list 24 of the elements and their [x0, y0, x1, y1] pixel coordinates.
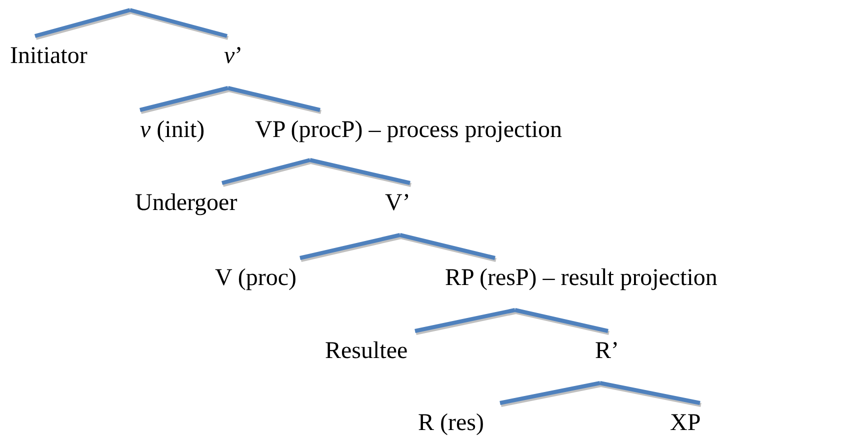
tree-node-label: VP (procP) – process projection — [255, 110, 562, 160]
tree-branch — [300, 233, 400, 260]
tree-branch — [514, 308, 608, 333]
tree-branch — [400, 233, 496, 260]
tree-branch — [500, 381, 600, 405]
tree-node-label: Undergoer — [135, 183, 238, 217]
tree-node-label: V (proc) — [215, 258, 297, 292]
tree-node-label: v (init) — [140, 110, 205, 144]
tree-node-label: RP (resP) – result projection — [445, 258, 718, 310]
tree-node-label: v’ — [224, 36, 243, 88]
tree-branch — [414, 308, 516, 333]
tree-node-label: XP — [670, 403, 701, 437]
tree-branch — [140, 86, 228, 112]
tree-node-label: Resultee — [325, 331, 408, 365]
tree-node-label: R’ — [595, 331, 619, 383]
tree-branch — [310, 158, 410, 185]
tree-node-label: Initiator — [10, 36, 88, 70]
tree-branch — [600, 381, 700, 405]
tree-node-label: R (res) — [418, 403, 484, 437]
tree-branch — [222, 158, 310, 185]
tree-branch — [228, 86, 320, 112]
tree-branch — [129, 8, 228, 38]
tree-node-label: V’ — [385, 183, 410, 235]
tree-branch — [34, 8, 131, 38]
